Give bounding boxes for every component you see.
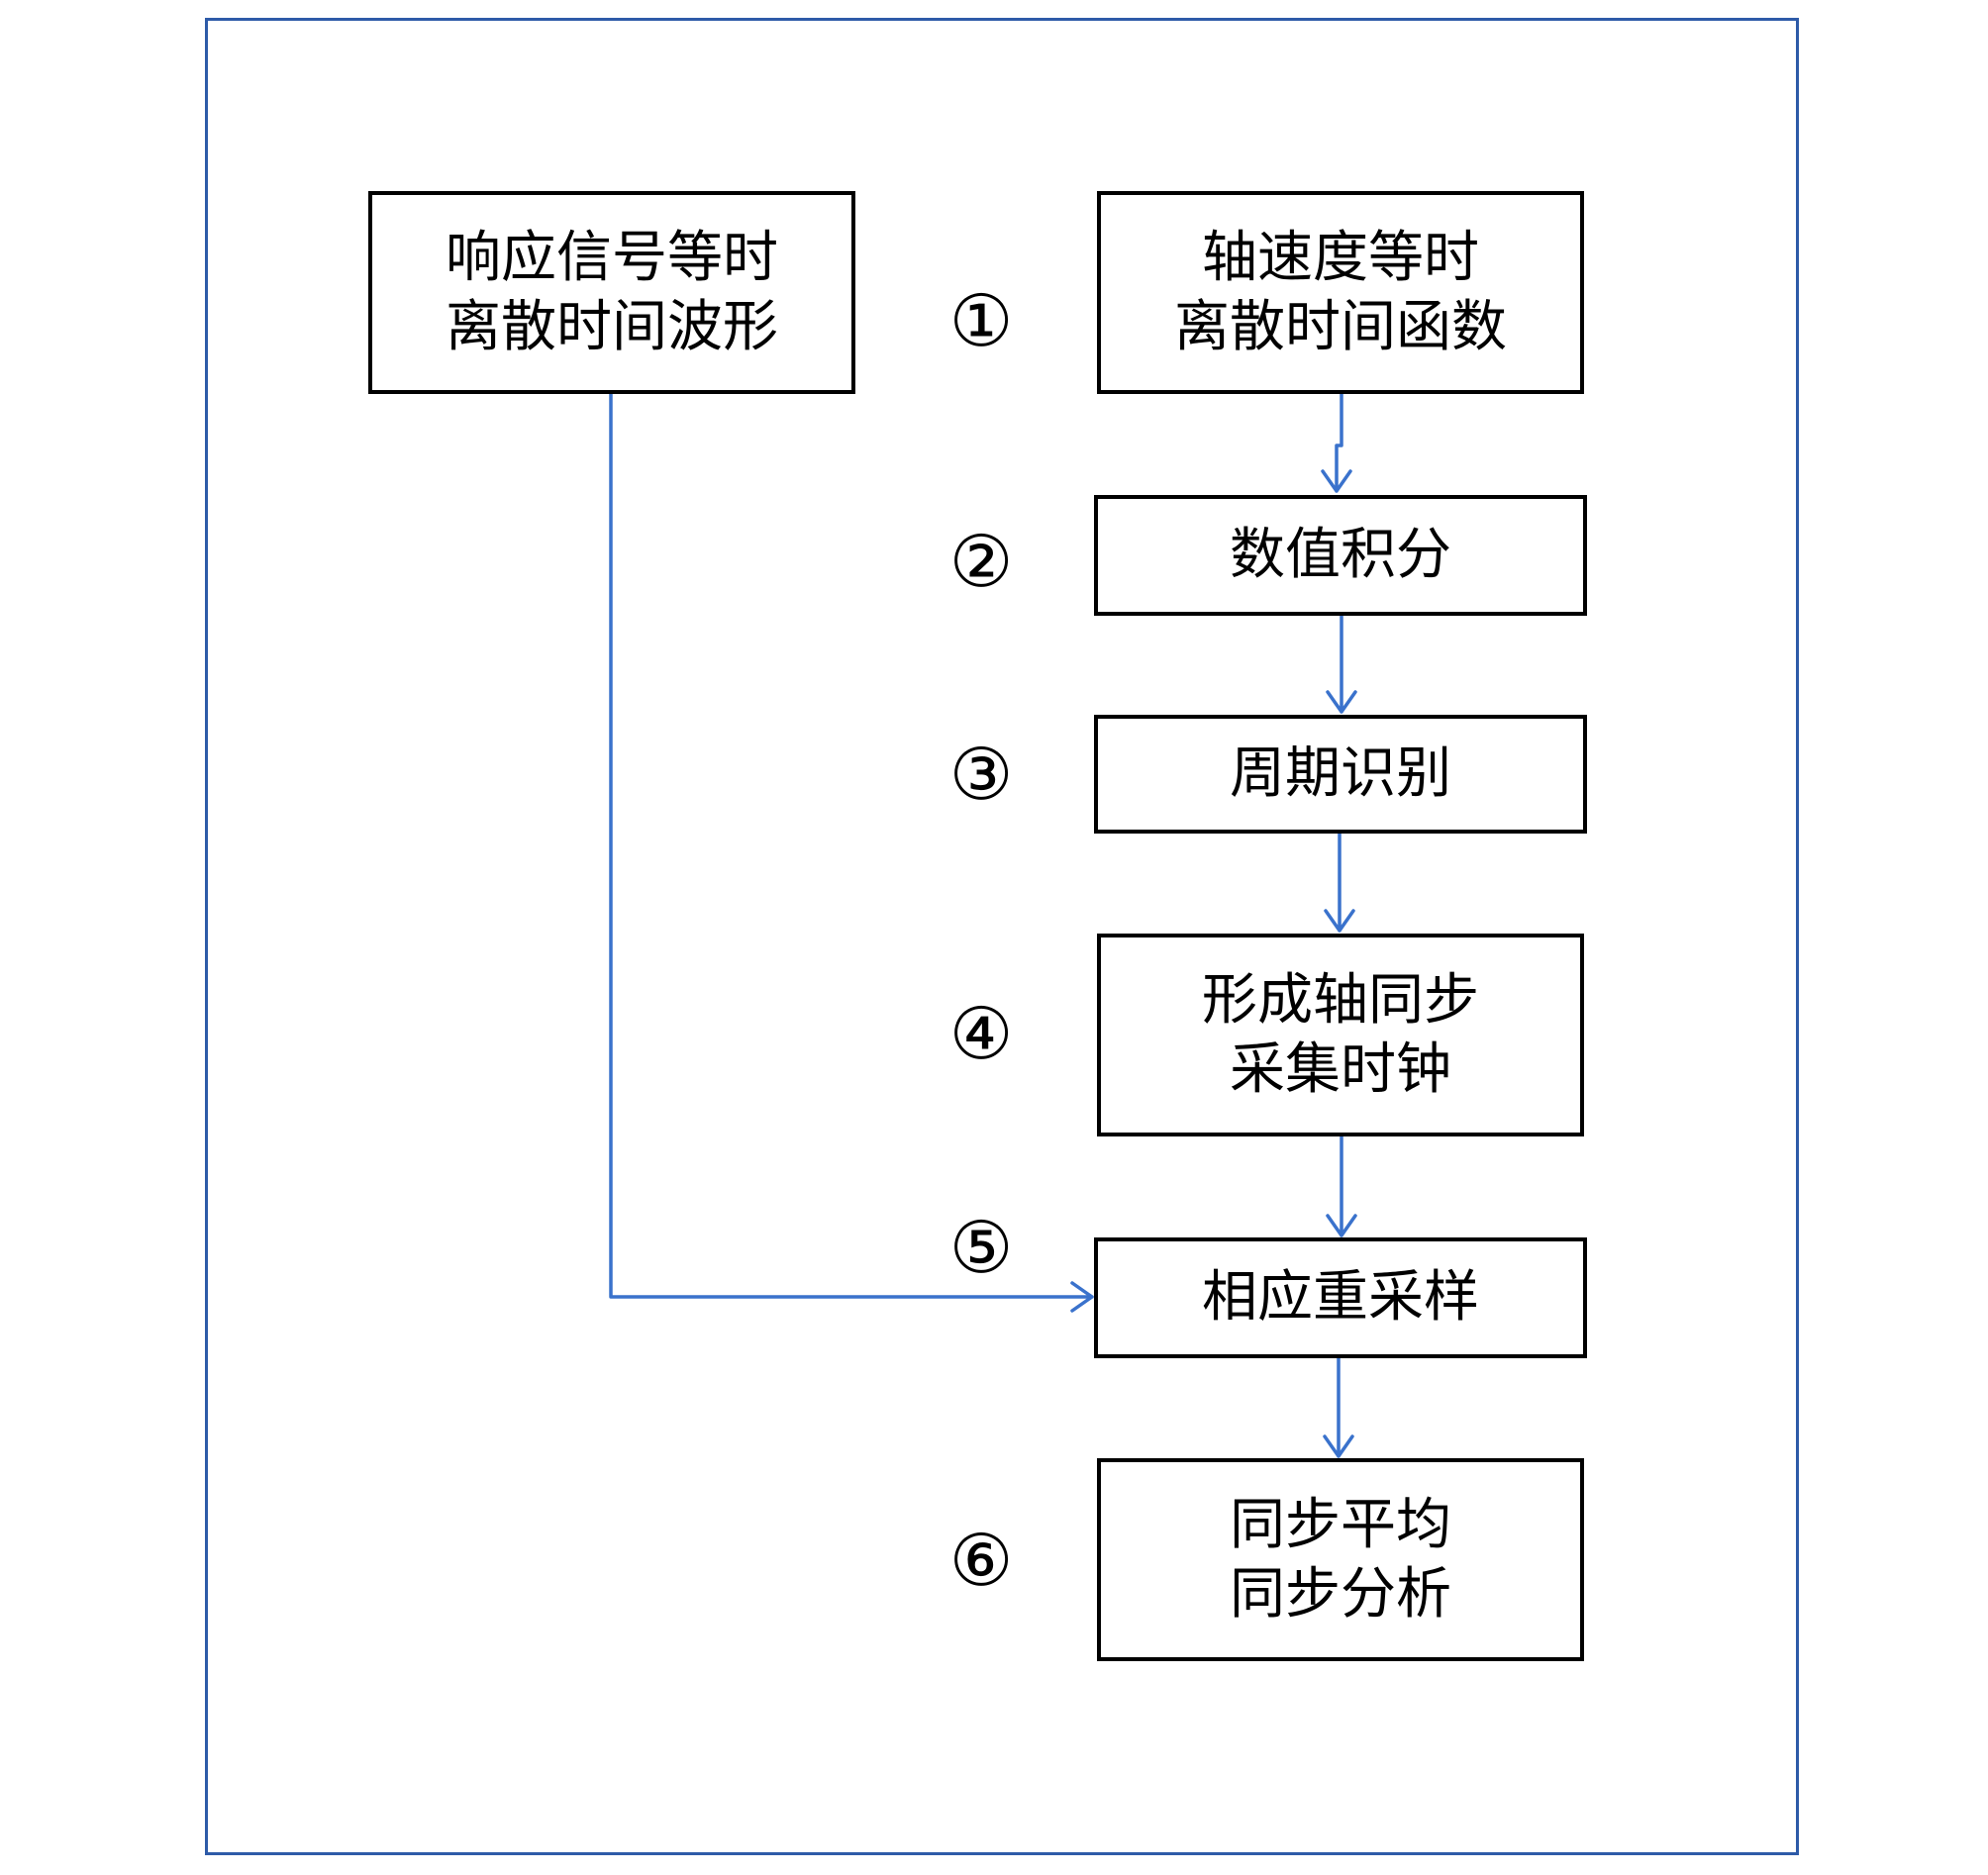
step-3-line-1: 周期识别 — [1230, 741, 1451, 806]
step-6-line-2: 同步分析 — [1230, 1561, 1451, 1627]
step-4-number: ④ — [948, 992, 1014, 1075]
step-4-box: 形成轴同步 采集时钟 — [1097, 934, 1584, 1136]
step-1-line-1: 轴速度等时 — [1202, 225, 1479, 290]
source-box-line-1: 响应信号等时 — [446, 225, 778, 290]
step-6-box: 同步平均 同步分析 — [1097, 1458, 1584, 1661]
step-1-box: 轴速度等时 离散时间函数 — [1097, 191, 1584, 394]
step-2-box: 数值积分 — [1094, 495, 1587, 616]
step-2-line-1: 数值积分 — [1230, 523, 1451, 587]
diagram-frame — [205, 18, 1799, 1855]
step-4-line-2: 采集时钟 — [1230, 1036, 1451, 1102]
step-3-number: ③ — [948, 733, 1014, 816]
step-6-line-1: 同步平均 — [1230, 1492, 1451, 1557]
step-2-number: ② — [948, 520, 1014, 603]
step-5-number: ⑤ — [948, 1206, 1014, 1289]
step-4-line-1: 形成轴同步 — [1202, 967, 1479, 1033]
step-1-number: ① — [948, 279, 1014, 362]
step-5-line-1: 相应重采样 — [1202, 1265, 1479, 1330]
source-box: 响应信号等时 离散时间波形 — [368, 191, 855, 394]
source-box-line-2: 离散时间波形 — [446, 294, 778, 359]
step-6-number: ⑥ — [948, 1519, 1014, 1602]
step-3-box: 周期识别 — [1094, 715, 1587, 834]
step-5-box: 相应重采样 — [1094, 1237, 1587, 1358]
step-1-line-2: 离散时间函数 — [1174, 294, 1507, 359]
